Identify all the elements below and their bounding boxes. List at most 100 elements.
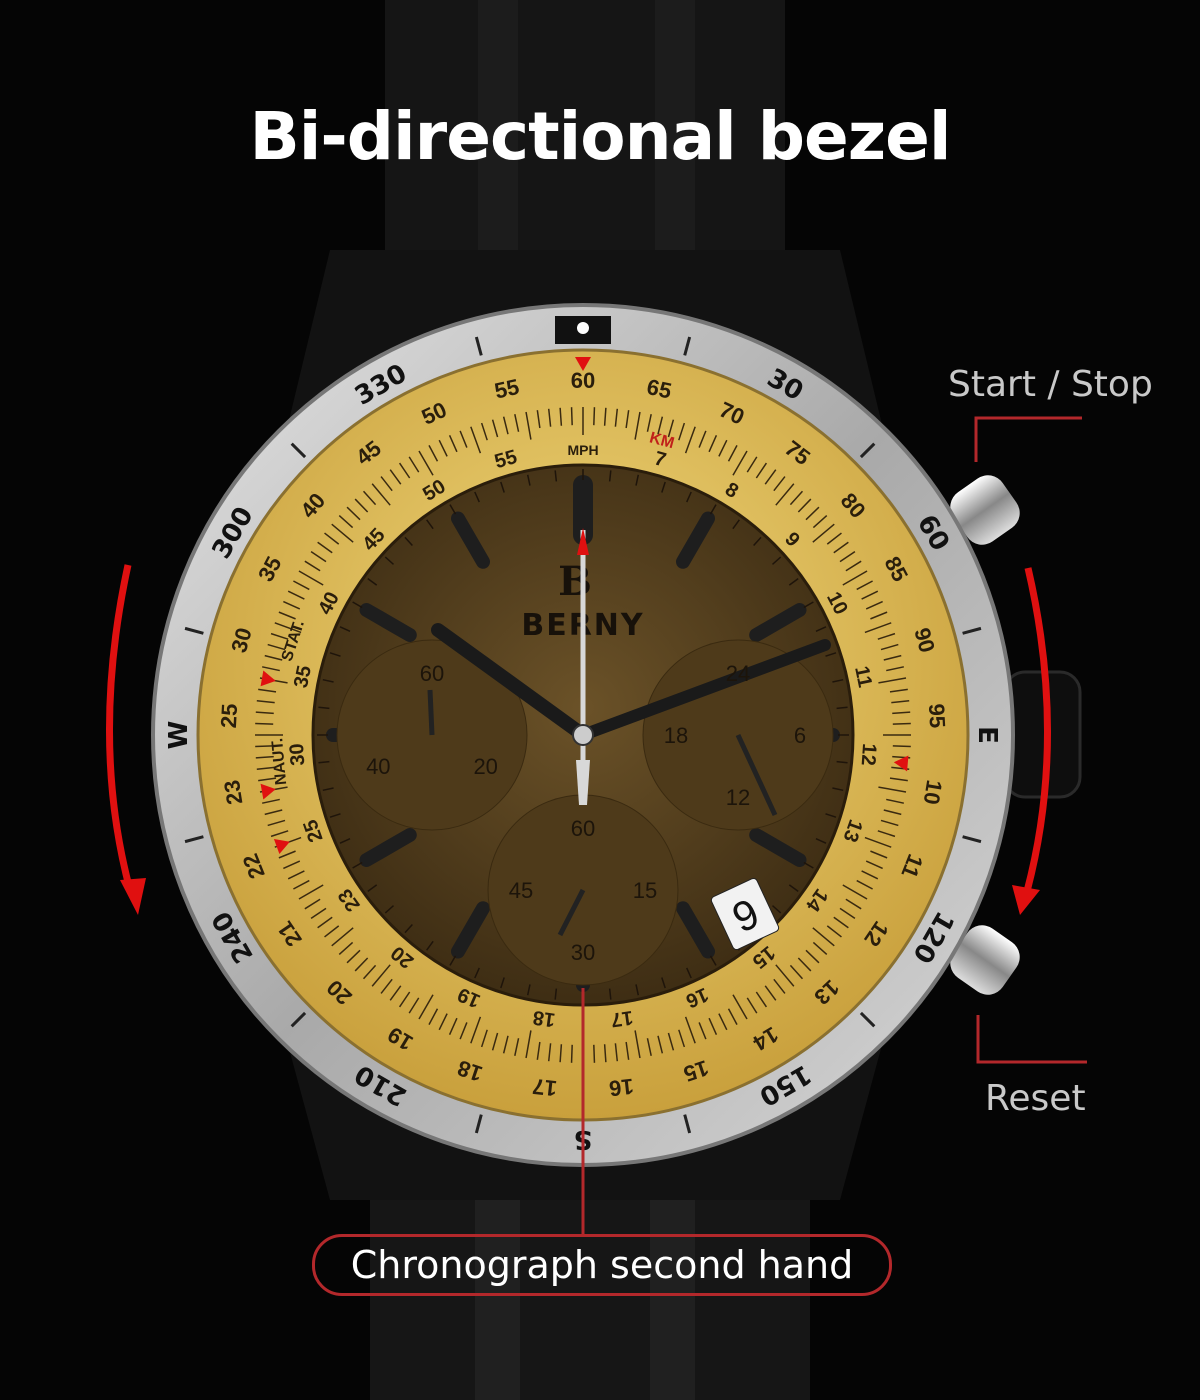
ring-tick bbox=[892, 711, 911, 715]
ring-tick bbox=[570, 1044, 573, 1063]
minute-tick bbox=[322, 787, 334, 792]
red-index-marker bbox=[893, 755, 909, 772]
minute-tick bbox=[788, 884, 799, 892]
ring-tick bbox=[298, 884, 324, 900]
minute-tick bbox=[426, 519, 434, 530]
ring-tick bbox=[270, 830, 289, 838]
ring-tick bbox=[842, 884, 868, 900]
ring-tick bbox=[398, 462, 411, 479]
hour-marker bbox=[749, 828, 807, 867]
ring-tick bbox=[293, 879, 310, 890]
red-index-marker bbox=[575, 357, 591, 371]
ring-tick bbox=[667, 1032, 675, 1051]
ring-tick bbox=[470, 1016, 482, 1044]
ring-tick bbox=[805, 949, 820, 964]
ring-tick bbox=[258, 688, 277, 693]
ring-tick bbox=[839, 550, 856, 563]
minute-tick bbox=[384, 905, 394, 914]
scale-label: NAUT. bbox=[269, 737, 290, 785]
ring-tick bbox=[398, 991, 411, 1008]
ring-tick bbox=[773, 978, 786, 994]
hour-marker bbox=[359, 828, 417, 867]
hour-marker bbox=[676, 901, 715, 959]
ring-tick bbox=[889, 688, 908, 693]
ring-tick bbox=[262, 666, 280, 672]
ring-tick bbox=[459, 430, 468, 448]
ring-tick bbox=[324, 925, 340, 938]
ring-tick bbox=[278, 850, 296, 859]
subdial-label: 15 bbox=[633, 878, 657, 903]
ring-tick bbox=[371, 964, 391, 987]
ring-tick bbox=[274, 622, 302, 634]
minute-tick bbox=[449, 504, 457, 515]
ring-tick bbox=[255, 755, 274, 759]
ring-tick bbox=[438, 439, 448, 457]
minute-tick bbox=[803, 601, 814, 609]
hour-marker bbox=[359, 603, 417, 642]
ring-tick bbox=[732, 450, 748, 476]
ring-tick bbox=[514, 1038, 520, 1056]
minute-tick bbox=[836, 760, 848, 764]
ring-tick bbox=[856, 879, 873, 890]
bezel-tick bbox=[962, 626, 982, 635]
ring-tick bbox=[861, 870, 879, 880]
bezel-label: E bbox=[972, 726, 1002, 744]
slide-rule-outer-label: 23 bbox=[219, 778, 248, 806]
slide-rule-inner-label: 17 bbox=[609, 1006, 634, 1031]
ring-tick bbox=[864, 622, 892, 634]
ring-tick bbox=[371, 483, 391, 506]
ring-tick bbox=[614, 1043, 619, 1062]
slide-rule-outer-label: 95 bbox=[924, 703, 950, 729]
minute-tick bbox=[404, 536, 413, 546]
ring-tick bbox=[570, 407, 573, 426]
minute-tick bbox=[815, 838, 827, 844]
ring-tick bbox=[775, 483, 795, 506]
ring-tick bbox=[603, 407, 607, 426]
ring-tick bbox=[732, 994, 748, 1020]
ring-tick bbox=[470, 426, 482, 454]
start-stop-label: Start / Stop bbox=[948, 364, 1153, 405]
minute-tick bbox=[832, 787, 844, 792]
start-stop-pusher bbox=[950, 475, 1020, 545]
ring-tick bbox=[883, 809, 902, 816]
minute-tick bbox=[329, 652, 341, 657]
minute-tick bbox=[322, 678, 334, 683]
ring-tick bbox=[603, 1044, 607, 1063]
ring-tick bbox=[258, 777, 277, 782]
ring-tick bbox=[646, 414, 652, 432]
ring-tick bbox=[845, 898, 862, 910]
date-window bbox=[710, 877, 780, 951]
minute-tick bbox=[686, 967, 692, 979]
ring-tick bbox=[812, 927, 835, 947]
ring-tick bbox=[559, 1044, 563, 1063]
minute-tick bbox=[526, 474, 531, 486]
ring-tick bbox=[892, 722, 911, 725]
ring-tick bbox=[389, 469, 402, 485]
ring-tick bbox=[264, 654, 283, 661]
ring-tick bbox=[775, 964, 795, 987]
ring-tick bbox=[678, 1029, 686, 1048]
minute-tick bbox=[803, 861, 814, 869]
minute-tick bbox=[500, 481, 505, 493]
ring-tick bbox=[304, 898, 321, 910]
ring-tick bbox=[267, 643, 286, 651]
ring-tick bbox=[408, 997, 420, 1014]
minute-tick bbox=[318, 706, 330, 710]
ring-tick bbox=[380, 978, 393, 994]
red-index-marker bbox=[260, 783, 276, 800]
ring-tick bbox=[708, 1017, 718, 1035]
ring-tick bbox=[789, 964, 804, 980]
ring-tick bbox=[593, 407, 596, 426]
ring-tick bbox=[310, 907, 327, 920]
minute-tick bbox=[836, 706, 848, 710]
ring-tick bbox=[324, 532, 340, 545]
ring-tick bbox=[338, 941, 354, 956]
minute-tick bbox=[815, 626, 827, 632]
hour-marker bbox=[451, 901, 490, 959]
ring-tick bbox=[428, 445, 439, 462]
slide-rule-outer-label: 60 bbox=[571, 368, 595, 393]
ring-tick bbox=[459, 1022, 468, 1040]
ring-tick bbox=[418, 450, 434, 476]
scale-label: KM bbox=[648, 429, 676, 452]
